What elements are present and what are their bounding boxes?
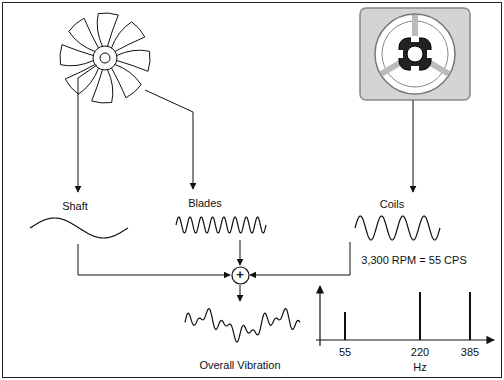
fan-blade [65,64,99,94]
coil-gap [411,36,419,42]
fan-drawing [60,13,150,103]
waveforms [30,216,440,342]
frame-border [3,3,502,378]
axis-tick: 55 [339,346,351,359]
sum-line [250,242,350,275]
part-label: Shaft [62,200,88,213]
coils-wave [355,216,440,240]
coil-gap [397,50,403,58]
coil-gap [427,50,433,58]
fan-hub [93,46,117,70]
fan-blade [111,22,145,52]
sum-line [78,244,230,275]
motor-shaft [407,46,423,62]
part-label: Overall Vibration [199,359,280,372]
blades-wave [176,217,266,233]
fan-blade [111,64,141,98]
x-axis [316,339,494,340]
axis-tick: 220 [411,346,429,359]
shaft-wave [30,218,128,238]
overall-wave [185,309,300,342]
junction-circle [232,267,249,284]
leader-arrow [78,65,97,192]
sum-line [240,240,241,265]
part-label: Blades [188,197,222,210]
spectrum-bar [344,312,346,340]
axis-tick: 385 [461,346,479,359]
junction-sign: + [236,268,244,281]
motor-ring [375,14,455,94]
spectrum-bar [469,292,471,340]
sum-line [240,285,241,301]
coil-winding [399,38,431,70]
motor-drawing [360,8,470,100]
part-label: Coils [380,198,404,211]
coil-gap [411,66,419,72]
leader-arrow [413,100,414,192]
motor-housing [360,8,470,100]
summing-junction: + [231,266,250,285]
speed-note: 3,300 RPM = 55 CPS [361,254,466,267]
leader-arrow [145,90,193,189]
fan-blade [69,18,99,52]
spectrum-chart [316,286,494,346]
fan-shaft [100,53,110,63]
y-axis [319,286,320,346]
axis-unit: Hz [413,361,426,374]
spectrum-bar [419,292,421,340]
